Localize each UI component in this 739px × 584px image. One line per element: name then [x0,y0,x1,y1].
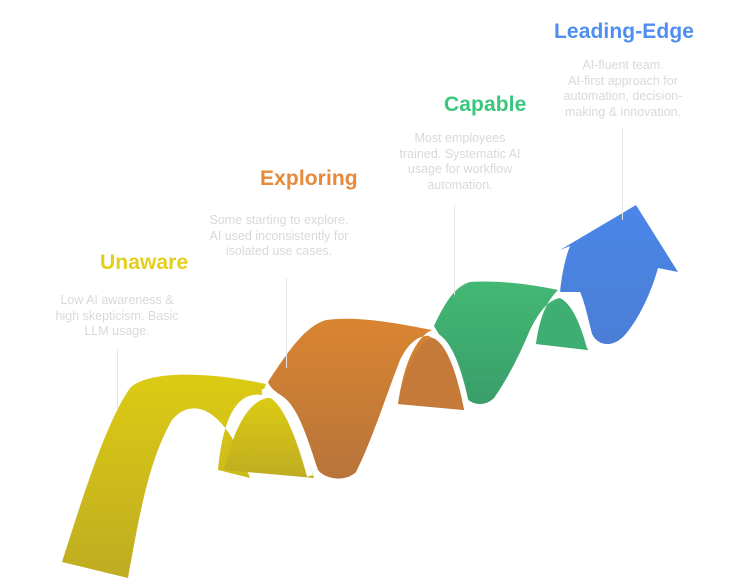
leader-line-unaware [117,350,118,410]
ribbon-segment-unaware [62,374,314,578]
stage-description-exploring: Some starting to explore. AI used incons… [209,213,349,258]
ribbon-segment-exploring [268,318,464,479]
leader-line-capable [454,205,455,295]
stage-description-unaware: Low AI awareness & high skepticism. Basi… [55,293,179,338]
stage-title-leading-edge: Leading-Edge [554,20,695,43]
stage-title-unaware: Unaware [100,251,189,274]
leader-line-exploring [286,278,287,368]
up-right-arrow-icon [560,205,678,345]
stage-description-capable: Most employees trained. Systematic AI us… [399,131,521,192]
stage-title-exploring: Exploring [260,167,358,190]
stage-description-leading-edge: AI-fluent team. AI-first approach for au… [563,58,683,119]
leader-line-leading-edge [622,128,623,220]
stage-title-capable: Capable [444,93,527,116]
